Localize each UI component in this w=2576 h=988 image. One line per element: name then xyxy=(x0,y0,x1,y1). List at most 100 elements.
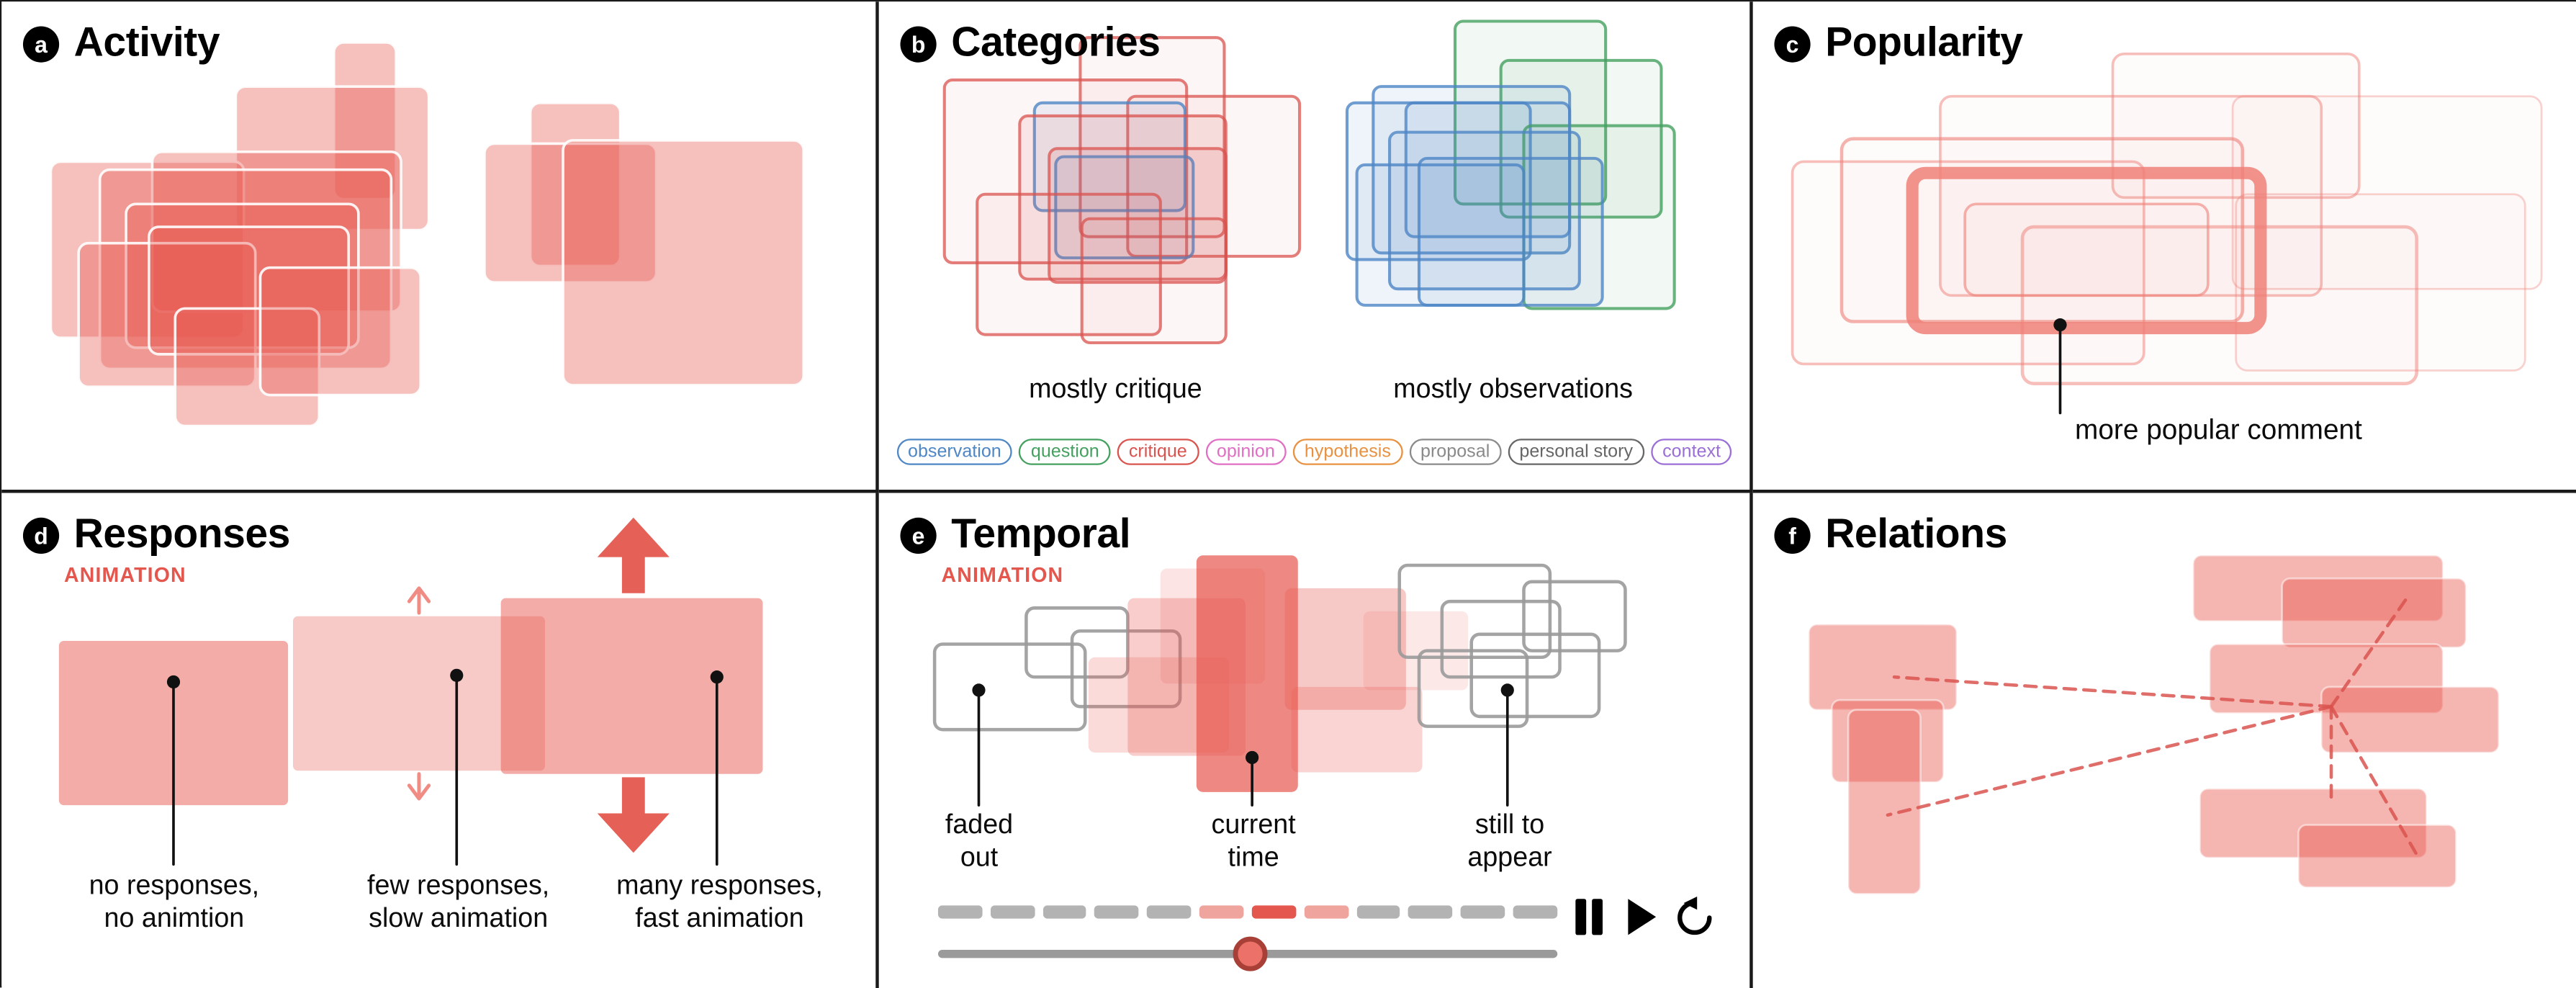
legend-pill-observation: observation xyxy=(896,439,1013,465)
categories-rect-1 xyxy=(1078,36,1226,238)
temporal-rect-3 xyxy=(1088,657,1230,753)
relation-link xyxy=(1886,704,2333,817)
replay-icon xyxy=(1677,897,1712,935)
temporal-rect-1 xyxy=(1024,606,1130,679)
activity-rect-7 xyxy=(148,225,351,356)
panel-header: f Relations xyxy=(1774,511,2007,559)
pause-button[interactable] xyxy=(1570,896,1606,938)
panel-popularity: c Popularity more popular comment xyxy=(1752,1,2576,493)
temporal-graphic xyxy=(932,555,1627,807)
annotation-dot xyxy=(450,668,464,682)
relations-rect-2 xyxy=(1847,709,1922,895)
relations-rect-0 xyxy=(1808,623,1958,711)
activity-rect-8 xyxy=(174,307,321,428)
caption-line: slow animation xyxy=(369,904,549,934)
activity-rect-12 xyxy=(562,139,806,387)
timeline-segment-9 xyxy=(1408,905,1453,919)
timeline-segment-3 xyxy=(1094,905,1140,919)
few-responses-rect xyxy=(292,616,546,771)
panel-title: Popularity xyxy=(1825,19,2023,66)
temporal-rect-7 xyxy=(1291,686,1423,773)
panel-categories: b Categories mostly critique mostly obse… xyxy=(878,1,1753,493)
activity-rect-0 xyxy=(332,41,397,201)
relations-rect-5 xyxy=(2208,643,2444,714)
pause-icon xyxy=(1575,899,1603,935)
annotation-dot xyxy=(972,683,986,697)
panel-letter-badge: e xyxy=(900,516,937,553)
caption-mostly-critique: mostly critique xyxy=(1029,374,1202,405)
caption-line: no responses, xyxy=(89,871,260,901)
more-popular-rect xyxy=(1906,166,2267,335)
caption-line: few responses, xyxy=(367,871,550,901)
timeline-segment-1 xyxy=(990,905,1035,919)
activity-rect-11 xyxy=(483,142,658,284)
panel-activity: a Activity xyxy=(1,1,879,493)
activity-rect-9 xyxy=(258,266,423,397)
legend-pill-context: context xyxy=(1651,439,1733,465)
caption-line: appear xyxy=(1467,843,1552,873)
animation-tag: ANIMATION xyxy=(941,563,1064,587)
relations-rect-3 xyxy=(2192,554,2444,622)
replay-button[interactable] xyxy=(1672,896,1717,938)
categories-rect-0 xyxy=(942,78,1189,264)
time-slider[interactable] xyxy=(937,933,1558,973)
slider-knob[interactable] xyxy=(1233,935,1269,971)
caption-faded-out: faded out xyxy=(945,809,1013,874)
activity-rect-5 xyxy=(125,202,360,349)
player-controls xyxy=(1570,896,1716,938)
panel-letter-badge: c xyxy=(1774,25,1811,62)
panel-title: Temporal xyxy=(951,511,1131,557)
annotation-dot xyxy=(710,670,724,684)
categories-rect-7 xyxy=(976,192,1162,336)
panel-header: c Popularity xyxy=(1774,19,2023,67)
popularity-rect-5 xyxy=(2020,225,2418,385)
legend-pill-question: question xyxy=(1019,439,1111,465)
annotation-dot xyxy=(1246,750,1259,765)
timeline-track[interactable] xyxy=(937,905,1558,919)
temporal-rect-12 xyxy=(1469,632,1601,719)
panel-letter-badge: b xyxy=(900,25,937,62)
panel-title: Responses xyxy=(73,511,291,557)
future-rect xyxy=(1397,563,1552,660)
popularity-rect-8 xyxy=(1963,202,2210,297)
panel-letter-badge: a xyxy=(22,25,60,62)
categories-rect-8 xyxy=(1080,217,1228,345)
panel-title: Categories xyxy=(951,19,1161,66)
many-responses-rect xyxy=(500,598,763,774)
caption-mostly-observations: mostly observations xyxy=(1393,374,1633,405)
categories-graphic xyxy=(942,19,1676,345)
activity-rect-6 xyxy=(77,241,257,389)
big-up-arrow xyxy=(597,517,670,593)
relation-link xyxy=(1892,675,2333,709)
categories-rect-2 xyxy=(1126,94,1302,258)
current-time-rect xyxy=(1196,555,1298,792)
activity-rect-3 xyxy=(150,150,402,313)
popularity-rect-0 xyxy=(2111,53,2361,199)
popularity-graphic xyxy=(1791,53,2543,415)
caption-line: fast animation xyxy=(635,904,804,934)
timeline-segment-0 xyxy=(937,905,983,919)
timeline-segment-8 xyxy=(1356,905,1401,919)
caption-line: out xyxy=(960,843,999,873)
categories-rect-6 xyxy=(1048,147,1228,284)
categories-rect-5 xyxy=(1054,155,1195,260)
caption-line: faded xyxy=(945,809,1014,840)
caption-current-time: current time xyxy=(1211,809,1295,874)
caption-line: many responses, xyxy=(616,871,823,901)
panel-letter-badge: f xyxy=(1774,516,1811,553)
activity-graphic xyxy=(49,41,806,428)
panel-header: d Responses xyxy=(22,511,291,559)
caption-line: current xyxy=(1211,809,1296,840)
temporal-rect-11 xyxy=(1440,599,1562,679)
annotation-dot xyxy=(166,675,181,689)
panel-title: Activity xyxy=(73,19,220,66)
timeline-segment-10 xyxy=(1461,905,1505,919)
responses-graphic xyxy=(58,517,763,866)
play-button[interactable] xyxy=(1621,896,1657,938)
legend-pill-critique: critique xyxy=(1117,439,1199,465)
temporal-rect-2 xyxy=(1070,629,1182,709)
caption-many-responses: many responses, fast animation xyxy=(616,869,823,935)
